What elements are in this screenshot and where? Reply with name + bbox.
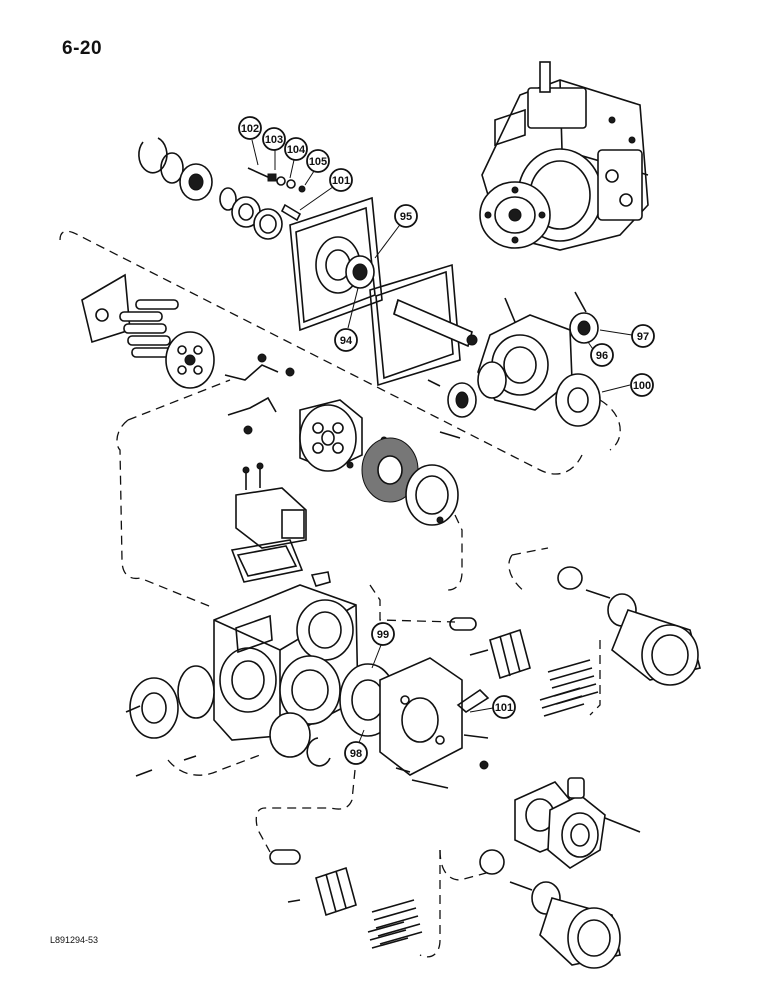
callout-102-label: 102 (241, 123, 259, 135)
callout-100: 100 (630, 373, 654, 397)
main-housing (125, 584, 359, 777)
callout-105: 105 (306, 149, 330, 173)
figure-code: L891294-53 (50, 935, 99, 945)
rear-plate (339, 657, 490, 789)
callout-105-label: 105 (309, 156, 327, 168)
callout-101-bottom-label: 101 (495, 702, 513, 714)
callout-104-label: 104 (287, 144, 306, 156)
assembled-pump-illustration (479, 61, 649, 251)
callout-101-top-label: 101 (332, 175, 350, 187)
rotating-group (81, 273, 459, 526)
control-valve (230, 462, 331, 587)
swashplate-housing (427, 291, 601, 439)
page-number: 6-20 (62, 38, 103, 59)
front-cover-and-gasket (289, 196, 478, 387)
callout-98: 98 (344, 741, 368, 765)
charge-pump (514, 777, 641, 869)
callout-94: 94 (334, 328, 358, 352)
callout-101-top: 101 (329, 168, 353, 192)
lower-servo-group (269, 849, 621, 969)
callout-99-label: 99 (377, 629, 389, 641)
callout-101-bottom: 101 (492, 695, 516, 719)
assembly-leader-lines (59, 230, 621, 958)
callout-94-label: 94 (340, 335, 353, 347)
callout-97-label: 97 (637, 331, 649, 343)
callout-103: 103 (262, 127, 286, 151)
callout-102: 102 (238, 116, 262, 140)
callout-96: 96 (590, 343, 614, 367)
callout-95-label: 95 (400, 211, 412, 223)
callout-100-label: 100 (633, 380, 651, 392)
callout-leaders (251, 139, 633, 746)
upper-servo-group (449, 566, 701, 717)
callout-103-label: 103 (265, 134, 283, 146)
callout-98-label: 98 (350, 748, 362, 760)
callout-99: 99 (371, 622, 395, 646)
front-bearing-group (138, 137, 306, 240)
pistons (119, 299, 179, 358)
callout-97: 97 (631, 324, 655, 348)
callout-96-label: 96 (596, 350, 608, 362)
callout-104: 104 (284, 137, 308, 161)
callout-95: 95 (394, 204, 418, 228)
